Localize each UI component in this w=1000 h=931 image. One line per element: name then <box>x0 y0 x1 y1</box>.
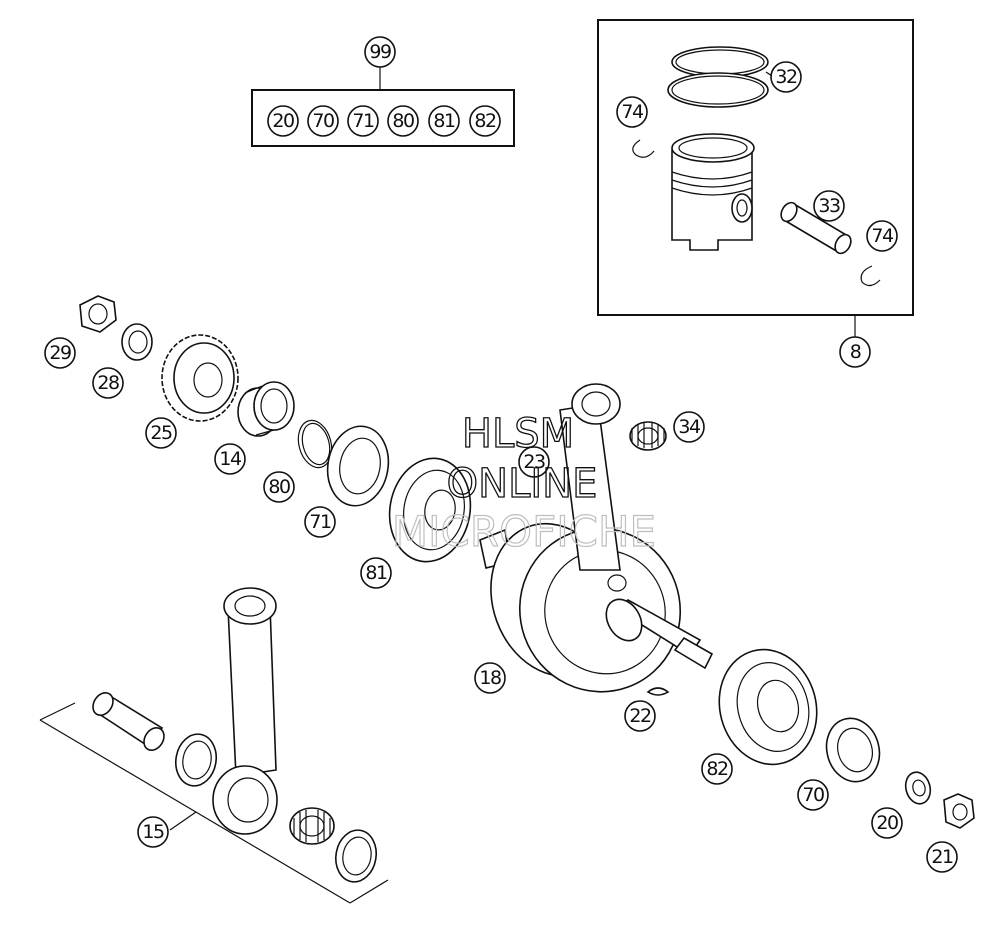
shaft-seal-right-drawing <box>825 717 881 783</box>
callout-8[interactable]: 8 <box>839 336 871 368</box>
callout-34[interactable]: 34 <box>673 411 705 443</box>
callout-74-right[interactable]: 74 <box>866 220 898 252</box>
svg-text:82: 82 <box>474 110 496 132</box>
svg-text:15: 15 <box>142 821 164 843</box>
piston-drawing <box>671 133 755 251</box>
conrod-set-drawing <box>39 587 389 904</box>
svg-text:80: 80 <box>392 110 414 132</box>
callout-71[interactable]: 71 <box>304 506 336 538</box>
callout-82[interactable]: 82 <box>701 753 733 785</box>
svg-text:22: 22 <box>629 705 651 727</box>
svg-text:23: 23 <box>523 451 545 473</box>
lock-washer-drawing <box>121 323 153 361</box>
callout-25[interactable]: 25 <box>145 417 177 449</box>
piston-pin-drawing <box>780 201 852 255</box>
needle-bearing-small-end-drawing <box>629 421 667 451</box>
svg-text:70: 70 <box>312 110 334 132</box>
svg-text:33: 33 <box>818 195 840 217</box>
nut-right-drawing <box>943 793 975 829</box>
svg-text:34: 34 <box>678 416 701 438</box>
svg-text:28: 28 <box>97 372 119 394</box>
callout-70[interactable]: 70 <box>797 779 829 811</box>
callout-33[interactable]: 33 <box>813 190 845 222</box>
svg-text:81: 81 <box>365 562 387 584</box>
crankshaft-drawing <box>479 383 714 693</box>
svg-text:25: 25 <box>150 422 172 444</box>
callout-81[interactable]: 81 <box>360 557 392 589</box>
callout-80[interactable]: 80 <box>263 471 295 503</box>
svg-text:32: 32 <box>775 66 797 88</box>
svg-text:80: 80 <box>268 476 290 498</box>
callout-20[interactable]: 20 <box>871 807 903 839</box>
svg-text:99: 99 <box>369 41 391 63</box>
svg-text:71: 71 <box>352 110 374 132</box>
callout-14[interactable]: 14 <box>214 443 246 475</box>
kit-box-99 <box>251 66 515 147</box>
kit-item-80[interactable]: 80 <box>387 105 419 137</box>
svg-text:74: 74 <box>871 225 894 247</box>
callout-18[interactable]: 18 <box>474 662 506 694</box>
watermark-line-2: ONLINE <box>447 461 598 507</box>
svg-text:70: 70 <box>802 784 824 806</box>
svg-text:20: 20 <box>272 110 294 132</box>
gear-drawing <box>161 334 239 422</box>
washer-right-drawing <box>904 771 932 805</box>
ball-bearing-left-drawing <box>388 457 472 563</box>
svg-text:82: 82 <box>706 758 728 780</box>
svg-text:74: 74 <box>621 101 644 123</box>
callout-22[interactable]: 22 <box>624 700 656 732</box>
circlip-left-drawing <box>632 139 655 158</box>
kit-item-20[interactable]: 20 <box>267 105 299 137</box>
circlip-right-drawing <box>860 265 881 287</box>
bushing-drawing <box>237 381 295 437</box>
callout-15[interactable]: 15 <box>137 816 169 848</box>
callout-99[interactable]: 99 <box>364 36 396 68</box>
ball-bearing-right-drawing <box>718 648 818 766</box>
nut-drawing <box>79 295 117 333</box>
svg-text:20: 20 <box>876 812 898 834</box>
callout-74-left[interactable]: 74 <box>616 96 648 128</box>
svg-text:81: 81 <box>433 110 455 132</box>
callout-21[interactable]: 21 <box>926 841 958 873</box>
watermark: HLSM ONLINE MICROFICHE <box>391 410 656 556</box>
callout-23[interactable]: 23 <box>518 446 550 478</box>
svg-text:14: 14 <box>219 448 242 470</box>
watermark-line-1: HLSM <box>462 411 574 457</box>
piston-rings-drawing <box>667 46 773 108</box>
kit-item-70[interactable]: 70 <box>307 105 339 137</box>
kit-item-81[interactable]: 81 <box>428 105 460 137</box>
piston-box-8 <box>597 19 914 338</box>
shaft-seal-drawing <box>326 425 390 507</box>
woodruff-key-drawing <box>646 687 670 696</box>
watermark-line-3: MICROFICHE <box>392 507 656 556</box>
svg-text:29: 29 <box>49 342 71 364</box>
callout-29[interactable]: 29 <box>44 337 76 369</box>
o-ring-drawing <box>297 419 333 469</box>
callout-28[interactable]: 28 <box>92 367 124 399</box>
svg-text:71: 71 <box>309 511 331 533</box>
callout-32[interactable]: 32 <box>770 61 802 93</box>
svg-text:8: 8 <box>850 341 861 363</box>
kit-item-82[interactable]: 82 <box>469 105 501 137</box>
kit-item-71[interactable]: 71 <box>347 105 379 137</box>
svg-text:18: 18 <box>479 667 501 689</box>
svg-text:21: 21 <box>931 846 953 868</box>
